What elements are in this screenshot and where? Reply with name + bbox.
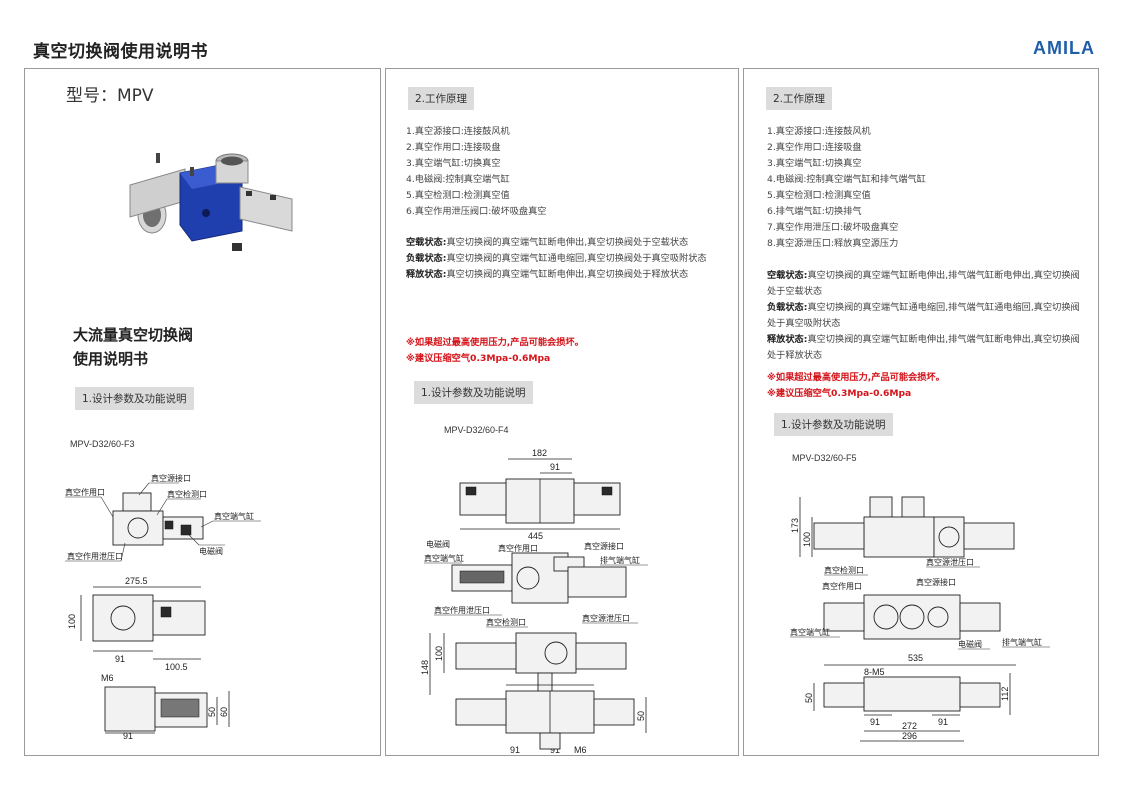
principle-list: 1.真空源接口:连接鼓风机 2.真空作用口:连接吸盘 3.真空端气缸:切换真空 …	[767, 124, 926, 252]
dim-100: 100	[67, 614, 77, 629]
technical-drawing-f5: 173 100 真空检测口 真空源泄压口 真空作用口 真空源接口 真空端气缸 电…	[790, 496, 1050, 742]
dim-8-m5: 8-M5	[864, 667, 885, 677]
label-source-port: 真空源接口	[584, 541, 624, 551]
dim-182: 182	[532, 448, 547, 458]
label-detect-port: 真空检测口	[486, 617, 526, 627]
list-item: 2.真空作用口:连接吸盘	[406, 142, 501, 153]
list-item: 3.真空端气缸:切换真空	[767, 158, 862, 169]
state-release: 释放状态:真空切换阀的真空端气缸断电伸出,排气端气缸断电伸出,真空切换阀处于释放…	[767, 334, 1080, 361]
section-tag-principle: 2.工作原理	[766, 87, 833, 110]
list-item: 6.真空作用泄压阀口:破坏吸盘真空	[406, 206, 547, 217]
label-solenoid: 电磁阀	[958, 639, 982, 649]
dim-100: 100	[434, 646, 444, 661]
list-item: 8.真空源泄压口:释放真空源压力	[767, 238, 899, 249]
label-work-port: 真空作用口	[498, 543, 538, 553]
technical-drawing-f4: 182 91 445 电磁阀 真空作用口 真空源接口 真空端气缸 排气端气缸 真…	[420, 448, 648, 753]
list-item: 1.真空源接口:连接鼓风机	[767, 126, 871, 137]
section-tag-principle: 2.工作原理	[408, 87, 475, 110]
list-item: 5.真空检测口:检测真空值	[767, 190, 871, 201]
dim-275-5: 275.5	[125, 576, 148, 586]
state-load: 负载状态:真空切换阀的真空端气缸通电缩回,真空切换阀处于真空吸附状态	[406, 253, 707, 264]
label-vac-cylinder: 真空端气缸	[790, 627, 830, 637]
label-source-relief: 真空源泄压口	[926, 557, 974, 567]
panel-cover: 型号：MPV 大流量真空切换阀 使用说明书 1.设计参数及功能说明 MPV-D3…	[24, 68, 381, 756]
dim-148: 148	[420, 660, 430, 675]
label-exhaust-cylinder: 排气端气缸	[1002, 637, 1042, 647]
label-source-relief: 真空源泄压口	[582, 613, 630, 623]
dim-445: 445	[528, 531, 543, 541]
state-release: 释放状态:真空切换阀的真空端气缸断电伸出,真空切换阀处于释放状态	[406, 269, 689, 280]
technical-drawing-f4-bottom: 50	[455, 684, 647, 750]
technical-drawing-f3: 真空作用口 真空源接口 真空检测口 真空端气缸 电磁阀 真空作用泄压口 275.…	[65, 473, 261, 739]
state-idle: 空载状态:真空切换阀的真空端气缸断电伸出,排气端气缸断电伸出,真空切换阀处于空载…	[767, 270, 1080, 297]
dim-91: 91	[550, 462, 560, 472]
label-relief-port: 真空作用泄压口	[67, 551, 123, 561]
model-label: 型号：MPV	[66, 86, 154, 106]
dim-m6: M6	[101, 673, 114, 683]
label-exhaust-cylinder: 排气端气缸	[600, 555, 640, 565]
panel-f4: 2.工作原理 1.真空源接口:连接鼓风机 2.真空作用口:连接吸盘 3.真空端气…	[385, 68, 739, 756]
list-item: 4.电磁阀:控制真空端气缸和排气端气缸	[767, 174, 926, 185]
dim-50: 50	[207, 707, 217, 717]
list-item: 4.电磁阀:控制真空端气缸	[406, 174, 510, 185]
dim-91-b: 91	[938, 717, 948, 727]
label-relief-port: 真空作用泄压口	[434, 605, 490, 615]
document-title: 真空切换阀使用说明书	[33, 42, 208, 62]
dim-50: 50	[636, 711, 646, 721]
label-vacuum-work-port: 真空作用口	[65, 487, 105, 497]
list-item: 3.真空端气缸:切换真空	[406, 158, 501, 169]
label-solenoid: 电磁阀	[426, 539, 450, 549]
warning-pressure: ※如果超过最高使用压力,产品可能会损坏。	[406, 337, 584, 348]
dim-272: 272	[902, 721, 917, 731]
model-code: MPV-D32/60-F3	[70, 439, 135, 449]
dim-60: 60	[219, 707, 229, 717]
state-descriptions: 空载状态:真空切换阀的真空端气缸断电伸出,真空切换阀处于空载状态 负载状态:真空…	[406, 235, 724, 283]
warning-pressure: ※如果超过最高使用压力,产品可能会损坏。	[767, 372, 945, 383]
brand-logo: AMILA	[1033, 38, 1095, 58]
dim-112: 112	[1000, 687, 1010, 701]
state-load: 负载状态:真空切换阀的真空端气缸通电缩回,排气端气缸通电缩回,真空切换阀处于真空…	[767, 302, 1080, 329]
dim-296: 296	[902, 731, 917, 741]
list-item: 5.真空检测口:检测真空值	[406, 190, 510, 201]
principle-list: 1.真空源接口:连接鼓风机 2.真空作用口:连接吸盘 3.真空端气缸:切换真空 …	[406, 124, 547, 220]
cover-title: 大流量真空切换阀 使用说明书	[73, 323, 193, 371]
label-vac-cylinder: 真空端气缸	[424, 553, 464, 563]
model-code: MPV-D32/60-F5	[792, 453, 857, 463]
section-tag-design: 1.设计参数及功能说明	[774, 413, 893, 436]
panel-f5: 2.工作原理 1.真空源接口:连接鼓风机 2.真空作用口:连接吸盘 3.真空端气…	[743, 68, 1099, 756]
dim-91-a: 91	[510, 745, 520, 753]
model-code: MPV-D32/60-F4	[444, 425, 509, 435]
dim-100-5: 100.5	[165, 662, 188, 672]
label-work-port: 真空作用口	[822, 581, 862, 591]
list-item: 7.真空作用泄压口:破坏吸盘真空	[767, 222, 899, 233]
cover-title-line2: 使用说明书	[73, 350, 149, 368]
dim-91-bottom: 91	[123, 731, 133, 739]
dim-m6: M6	[574, 745, 587, 753]
warning-air: ※建议压缩空气0.3Mpa-0.6Mpa	[406, 353, 551, 364]
label-vacuum-cylinder: 真空端气缸	[214, 511, 254, 521]
dim-91: 91	[115, 654, 125, 664]
product-photo	[129, 153, 293, 251]
state-idle: 空载状态:真空切换阀的真空端气缸断电伸出,真空切换阀处于空载状态	[406, 237, 689, 248]
label-detect-port: 真空检测口	[824, 565, 864, 575]
state-descriptions: 空载状态:真空切换阀的真空端气缸断电伸出,排气端气缸断电伸出,真空切换阀处于空载…	[767, 268, 1087, 364]
dim-100: 100	[802, 532, 812, 547]
dim-91-a: 91	[870, 717, 880, 727]
section-tag-design: 1.设计参数及功能说明	[75, 387, 194, 410]
section-tag-design: 1.设计参数及功能说明	[414, 381, 533, 404]
list-item: 6.排气端气缸:切换排气	[767, 206, 862, 217]
cover-title-line1: 大流量真空切换阀	[73, 326, 194, 344]
dim-50: 50	[804, 693, 814, 703]
dim-173: 173	[790, 518, 800, 533]
list-item: 2.真空作用口:连接吸盘	[767, 142, 862, 153]
warning-air: ※建议压缩空气0.3Mpa-0.6Mpa	[767, 388, 912, 399]
label-vacuum-detect-port: 真空检测口	[167, 489, 207, 499]
label-source-port: 真空源接口	[916, 577, 956, 587]
label-vacuum-source-port: 真空源接口	[151, 473, 191, 483]
label-solenoid-valve: 电磁阀	[199, 546, 223, 556]
dim-535: 535	[908, 653, 923, 663]
list-item: 1.真空源接口:连接鼓风机	[406, 126, 510, 137]
